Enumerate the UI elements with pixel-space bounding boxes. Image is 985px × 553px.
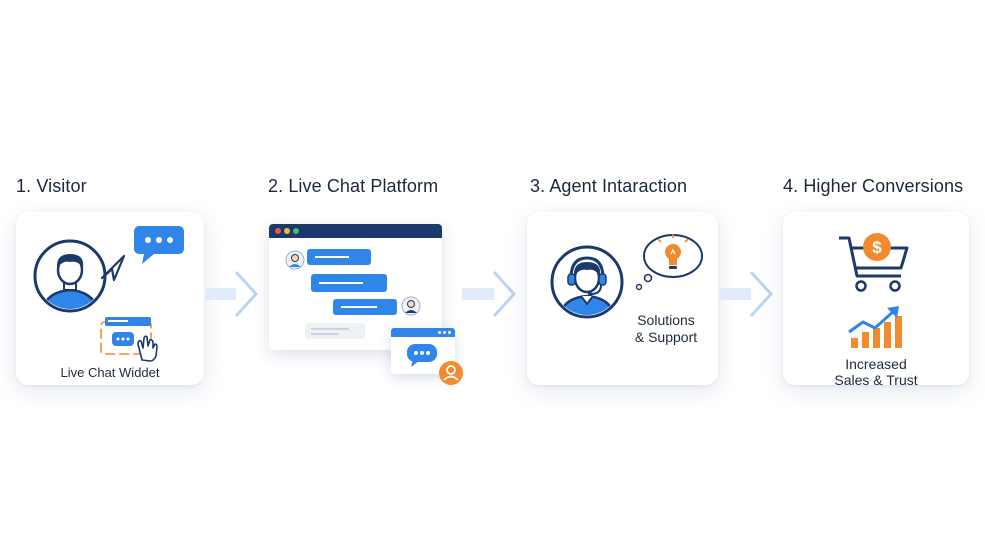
chat-platform-window: [269, 224, 442, 350]
conversions-caption-line1: Increased: [845, 356, 907, 372]
agent-caption-line1: Solutions: [637, 312, 695, 328]
support-avatar-icon: [439, 361, 463, 385]
message-bubble-3: [333, 299, 397, 315]
agent-caption-line2: & Support: [634, 329, 698, 345]
step-4-title: 4. Higher Conversions: [783, 176, 964, 196]
shopping-cart-icon: $: [839, 233, 909, 292]
message-bubble-2: [311, 274, 387, 292]
flow-arrow-2-icon: [462, 270, 517, 318]
step-1-title: 1. Visitor: [16, 176, 87, 196]
user-avatar-icon: [33, 239, 107, 313]
flow-arrow-1-icon: [206, 270, 259, 318]
typing-bubble: [305, 323, 365, 339]
conversions-caption-line2: Sales & Trust: [834, 372, 918, 388]
idea-thought-bubble-icon: [635, 234, 703, 291]
window-dot-yellow: [284, 228, 290, 234]
flow-arrow-3-icon: [719, 270, 774, 318]
visitor-caption: Live Chat Widdet: [60, 365, 160, 380]
svg-text:$: $: [872, 238, 882, 257]
headset-agent-icon: [550, 245, 624, 319]
visitor-card: Live Chat Widdet: [16, 212, 204, 385]
window-dot-red: [275, 228, 281, 234]
chat-widget-icon: [100, 317, 158, 362]
popup-chat-bubble-icon: [407, 344, 437, 367]
user-mini-avatar-icon: [285, 250, 305, 270]
message-bubble-1: [307, 249, 371, 265]
agent-mini-avatar-icon: [401, 296, 421, 316]
growth-chart-icon: [848, 306, 902, 348]
window-title-bar: [269, 224, 442, 238]
conversions-card: $ Increased Sales & Trust: [783, 212, 969, 388]
window-dot-green: [293, 228, 299, 234]
chat-bubble-icon: [134, 226, 184, 264]
cursor-arrow-icon: [100, 254, 126, 282]
step-3-title: 3. Agent Intaraction: [530, 176, 688, 196]
step-2-title: 2. Live Chat Platform: [268, 176, 439, 196]
agent-card: Solutions & Support: [527, 212, 718, 385]
